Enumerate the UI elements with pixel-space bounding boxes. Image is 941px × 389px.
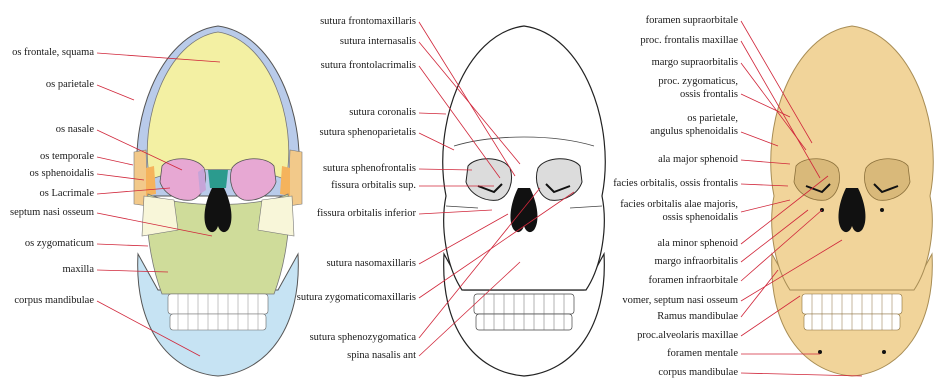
label-proc-frontalis-maxillae: proc. frontalis maxillae: [640, 35, 738, 47]
label-fissura-orbitalis-sup: fissura orbitalis sup.: [331, 180, 416, 192]
label-fissura-orbitalis-inferior: fissura orbitalis inferior: [317, 208, 416, 220]
label-sutura-frontomaxillaris: sutura frontomaxillaris: [320, 16, 416, 28]
label-corpus-mandibulae-1: corpus mandibulae: [14, 295, 94, 307]
nasal-bone: [208, 170, 228, 188]
skull-sutures: [443, 26, 606, 376]
frontal-region: [147, 32, 289, 180]
label-maxilla: maxilla: [63, 264, 95, 276]
label-ossis-sphenoidalis: ossis sphenoidalis: [662, 212, 738, 224]
label-proc-alveolaris-maxillae: proc.alveolaris maxillae: [637, 330, 738, 342]
label-os-temporale: os temporale: [40, 151, 94, 163]
label-os-frontale: os frontale, squama: [12, 47, 94, 59]
skull-landmarks: [771, 26, 934, 376]
label-corpus-mandibulae-3: corpus mandibulae: [658, 367, 738, 379]
label-ossis-frontalis: ossis frontalis: [680, 89, 738, 101]
label-os-sphenoidalis: os sphenoidalis: [30, 168, 94, 180]
label-sutura-frontolacrimalis: sutura frontolacrimalis: [321, 60, 416, 72]
label-os-lacrimale: os Lacrimale: [39, 188, 94, 200]
label-foramen-infraorbitale: foramen infraorbitale: [649, 275, 739, 287]
zygomatic-left: [142, 196, 178, 236]
label-facies-orbitalis-frontalis: facies orbitalis, ossis frontalis: [613, 178, 738, 190]
label-sutura-sphenozygomatica: sutura sphenozygomatica: [310, 332, 416, 344]
label-septum-nasi-osseum: septum nasi osseum: [10, 207, 94, 219]
label-proc-zygomaticus: proc. zygomaticus,: [658, 76, 738, 88]
label-ala-major-sphenoid: ala major sphenoid: [658, 154, 738, 166]
label-foramen-mentale: foramen mentale: [667, 348, 738, 360]
label-os-parietale: os parietale: [46, 79, 94, 91]
label-facies-orbitalis-alae: facies orbitalis alae majoris,: [620, 199, 738, 211]
label-sutura-sphenofrontalis: sutura sphenofrontalis: [323, 163, 416, 175]
label-sutura-nasomaxillaris: sutura nasomaxillaris: [326, 258, 416, 270]
label-os-nasale: os nasale: [56, 124, 94, 136]
label-angulus-sphenoidalis: angulus sphenoidalis: [650, 126, 738, 138]
label-margo-infraorbitalis: margo infraorbitalis: [655, 256, 739, 268]
label-sutura-sphenoparietalis: sutura sphenoparietalis: [319, 127, 416, 139]
label-sutura-zygomaticomaxillaris: sutura zygomaticomaxillaris: [297, 292, 416, 304]
label-ramus-mandibulae: Ramus mandibulae: [657, 311, 738, 323]
zygomatic-right: [258, 196, 294, 236]
label-os-zygomaticum: os zygomaticum: [25, 238, 94, 250]
label-ala-minor-sphenoid: ala minor sphenoid: [658, 238, 738, 250]
label-spina-nasalis-ant: spina nasalis ant: [347, 350, 416, 362]
label-os-parietale-angulus: os parietale,: [687, 113, 738, 125]
label-sutura-internasalis: sutura internasalis: [340, 36, 416, 48]
skull-bones: [134, 26, 302, 376]
label-foramen-supraorbitale: foramen supraorbitale: [646, 15, 738, 27]
label-vomer: vomer, septum nasi osseum: [622, 295, 738, 307]
label-margo-supraorbitalis: margo supraorbitalis: [652, 57, 738, 69]
label-sutura-coronalis: sutura coronalis: [349, 107, 416, 119]
